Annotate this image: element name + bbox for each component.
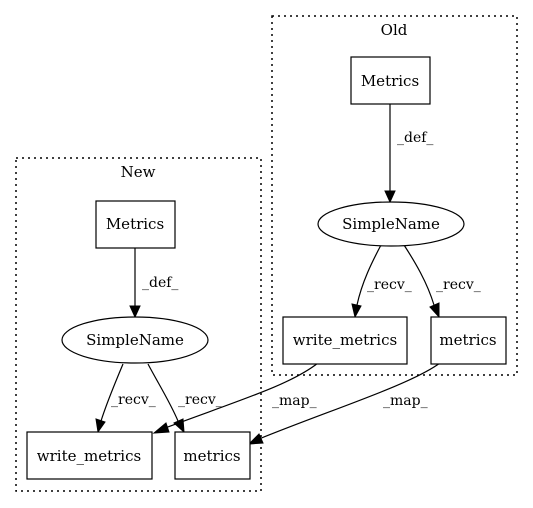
edge-new-recv-write-label: _recv_ [111, 392, 156, 408]
edge-map-write-label: _map_ [272, 393, 317, 409]
node-old-write-metrics-label: write_metrics [293, 331, 397, 349]
node-new-metrics-class-label: Metrics [106, 215, 164, 233]
edge-old-recv-metrics [403, 244, 435, 306]
node-old-write-metrics: write_metrics [282, 316, 408, 365]
node-old-metrics-box [430, 316, 507, 365]
node-old-write-metrics-box [282, 316, 408, 365]
edge-old-recv-metrics-label: _recv_ [436, 277, 481, 293]
edge-new-recv-metrics-label: _recv_ [178, 392, 223, 408]
node-old-metrics-class: Metrics [350, 56, 431, 105]
edge-old-def-label: _def_ [397, 130, 433, 146]
node-new-metrics: metrics [174, 431, 251, 480]
edge-old-recv-write-arrow [351, 303, 362, 319]
node-new-write-metrics-label: write_metrics [37, 447, 141, 465]
cluster-old: Old [271, 15, 518, 376]
node-old-metrics-class-box [350, 56, 431, 105]
cluster-new: New [15, 157, 262, 492]
cluster-new-label: New [121, 163, 156, 181]
edge-map-metrics-label: _map_ [383, 393, 428, 409]
edge-old-recv-metrics-arrow [429, 302, 440, 319]
edge-old-recv-write-label: _recv_ [367, 277, 412, 293]
node-old-metrics: metrics [430, 316, 507, 365]
node-new-simplename-ellipse [61, 316, 209, 364]
edge-new-def-arrow [129, 305, 141, 319]
node-new-metrics-box [174, 431, 251, 480]
node-new-simplename: SimpleName [61, 316, 209, 364]
edge-new-def-label: _def_ [142, 275, 178, 291]
cluster-old-border [271, 15, 518, 376]
edge-old-recv-write [356, 244, 382, 306]
node-new-metrics-class-box [95, 200, 176, 249]
cluster-old-label: Old [381, 21, 408, 39]
node-old-metrics-label: metrics [439, 331, 496, 349]
node-old-simplename-ellipse [317, 201, 465, 247]
node-old-simplename-label: SimpleName [342, 215, 440, 233]
edge-map-write-arrow [152, 422, 170, 434]
node-new-metrics-label: metrics [183, 447, 240, 465]
edge-new-recv-write-arrow [95, 418, 106, 434]
edge-map-write [164, 362, 319, 429]
edge-map-metrics-arrow [247, 433, 264, 445]
node-old-metrics-class-label: Metrics [361, 72, 419, 90]
node-new-simplename-label: SimpleName [86, 331, 184, 349]
node-new-write-metrics-box [26, 431, 153, 480]
edge-map-metrics [258, 362, 441, 440]
edge-new-recv-write [100, 363, 124, 422]
node-old-simplename: SimpleName [317, 201, 465, 247]
node-new-metrics-class: Metrics [95, 200, 176, 249]
node-new-write-metrics: write_metrics [26, 431, 153, 480]
edge-new-recv-metrics [147, 363, 179, 422]
edge-old-def-arrow [384, 190, 396, 204]
